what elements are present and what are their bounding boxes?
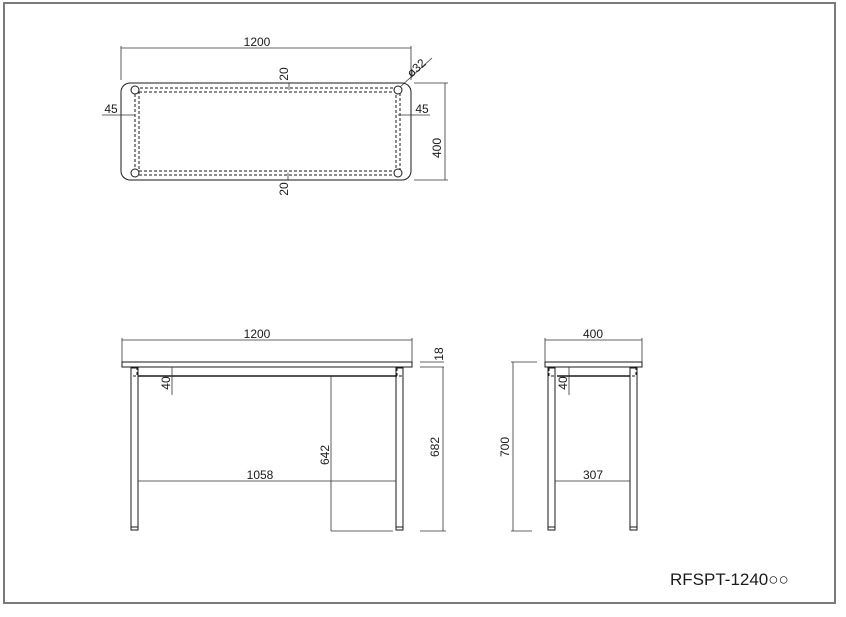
frame-outline-outer xyxy=(134,87,401,176)
leg-front xyxy=(547,367,556,531)
leg-back xyxy=(629,367,638,531)
side-elevation: 400 700 40 307 xyxy=(498,327,643,532)
plan-width-label: 1200 xyxy=(244,35,271,49)
plan-depth-label: 400 xyxy=(430,138,444,158)
leg-circle xyxy=(393,85,403,95)
leg-height-label: 682 xyxy=(428,437,442,457)
leg-inset-left-label: 45 xyxy=(104,102,118,116)
apron-height-label: 40 xyxy=(159,376,173,390)
front-elevation: 1200 18 40 682 642 1058 xyxy=(121,327,446,532)
model-number: RFSPT-1240○○ xyxy=(670,570,789,589)
frame-offset-bottom-label: 20 xyxy=(277,182,291,196)
total-height-label: 700 xyxy=(498,437,512,457)
tabletop-front xyxy=(121,361,413,368)
side-inner-span-label: 307 xyxy=(583,468,603,482)
top-thickness-label: 18 xyxy=(432,347,446,361)
leg-circle xyxy=(393,168,403,178)
frame-outline-inner xyxy=(138,91,397,172)
inner-leg-span-label: 1058 xyxy=(247,468,274,482)
leg-right xyxy=(395,367,404,531)
tabletop-side xyxy=(544,361,643,368)
leg-left xyxy=(130,367,139,531)
tabletop-outline xyxy=(120,82,412,181)
sheet-border xyxy=(3,2,836,604)
leg-diameter-label: ø32 xyxy=(404,56,429,80)
front-width-label: 1200 xyxy=(244,327,271,341)
frame-offset-top-label: 20 xyxy=(277,67,291,81)
plan-view: 1200 400 20 20 45 45 ø32 xyxy=(102,35,448,196)
side-apron-height-label: 40 xyxy=(556,376,570,390)
leg-inset-right-label: 45 xyxy=(415,102,429,116)
leg-circle xyxy=(130,85,140,95)
knee-clearance-label: 642 xyxy=(318,445,332,465)
side-depth-label: 400 xyxy=(583,327,603,341)
leg-circle xyxy=(130,168,140,178)
